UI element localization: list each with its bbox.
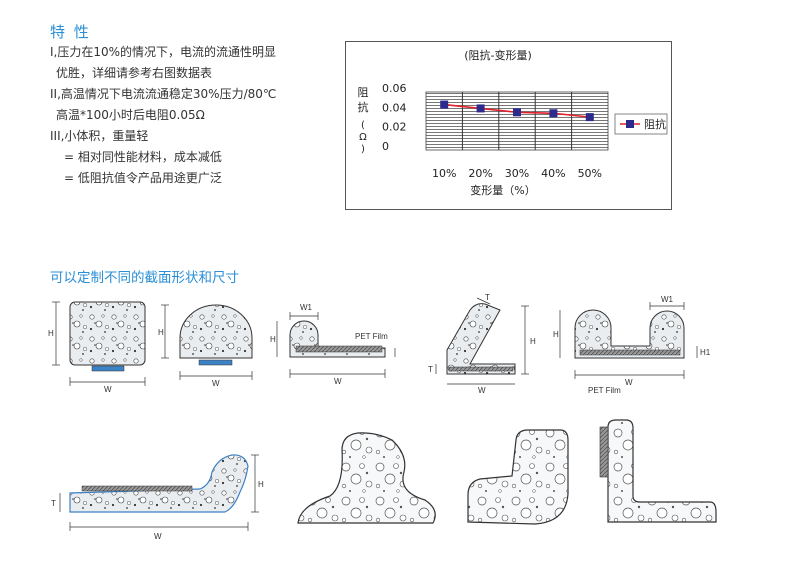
feature-line: 高温*100小时后电阻0.05Ω (56, 108, 205, 122)
svg-text:T: T (428, 365, 433, 374)
data-point (440, 100, 449, 109)
svg-text:H: H (553, 330, 559, 339)
y-tick-label: 0 (382, 140, 389, 153)
y-axis-label: 阻 抗 ( Ω ) (358, 86, 369, 155)
x-tick-label: 50% (578, 167, 602, 180)
svg-text:抗: 抗 (358, 100, 369, 114)
svg-text:(: ( (361, 120, 365, 131)
svg-text:H: H (48, 329, 54, 338)
svg-text:W1: W1 (300, 303, 313, 312)
x-axis-label: 变形量（%） (470, 183, 535, 197)
chart-title: (阻抗-变形量) (464, 48, 532, 62)
y-tick-label: 0.02 (382, 121, 407, 134)
impedance-chart: (阻抗-变形量) 阻 抗 ( Ω ) 0.06 0.04 0.02 0 10% 20% 3… (345, 41, 672, 210)
svg-text:W: W (154, 532, 162, 541)
legend-label: 阻抗 (644, 117, 666, 131)
data-point (513, 108, 521, 117)
svg-text:W: W (212, 379, 220, 388)
shape-d-profile: H W (158, 304, 253, 388)
svg-text:PET Film: PET Film (355, 332, 388, 341)
data-point (549, 109, 558, 118)
shape-double-bump: W1 H H1 W PET Film (553, 295, 711, 395)
shape-p-profile: W1 H PET Film W (270, 303, 396, 386)
svg-text:阻: 阻 (358, 86, 369, 99)
svg-text:W: W (334, 377, 342, 386)
shape-square: H W (48, 301, 146, 394)
svg-text:W: W (625, 378, 633, 387)
data-point (476, 104, 485, 113)
feature-line: = 相对同性能材料，成本减低 (64, 150, 222, 164)
feature-line: 优胜，详细请参考右图数据表 (56, 66, 213, 80)
x-tick-label: 10% (432, 167, 456, 180)
svg-text:W: W (478, 386, 486, 395)
svg-text:H: H (258, 480, 264, 489)
feature-line: III,小体积，重量轻 (50, 129, 149, 143)
legend-marker (626, 120, 634, 128)
cross-section-diagrams: H W H W W1 H PET Film W (48, 293, 717, 541)
x-tick-label: 20% (468, 167, 492, 180)
x-tick-label: 40% (541, 167, 565, 180)
shape-l-with-film (599, 419, 717, 523)
feature-line: I,压力在10%的情况下，电流的流通性明显 (50, 45, 277, 59)
y-tick-label: 0.06 (382, 82, 407, 95)
svg-text:H: H (530, 337, 536, 346)
shapes-title: 可以定制不同的截面形状和尺寸 (50, 270, 239, 286)
svg-text:): ) (361, 144, 365, 155)
svg-text:PET Film: PET Film (588, 386, 621, 395)
feature-line: II,高温情况下电流流通稳定30%压力/80℃ (50, 87, 277, 101)
x-tick-label: 30% (505, 167, 529, 180)
svg-text:T: T (485, 293, 490, 302)
chart-legend (614, 113, 668, 135)
svg-text:W1: W1 (661, 295, 674, 304)
feature-line: = 低阻抗值令产品用途更广泛 (64, 171, 222, 185)
svg-text:T: T (51, 499, 56, 508)
svg-text:Ω: Ω (359, 132, 367, 143)
data-point (585, 113, 594, 122)
svg-text:H1: H1 (700, 348, 711, 357)
shape-angled-l: T H T W (428, 293, 536, 395)
plot-area (425, 91, 609, 151)
y-tick-label: 0.04 (382, 101, 407, 114)
features-title: 特 性 (50, 23, 91, 41)
svg-text:H: H (270, 335, 276, 344)
shape-rounded-l (467, 429, 569, 525)
svg-text:H: H (158, 328, 164, 337)
features-list: I,压力在10%的情况下，电流的流通性明显 优胜，详细请参考右图数据表 II,高… (50, 42, 276, 189)
impedance-chart-svg: (阻抗-变形量) 阻 抗 ( Ω ) 0.06 0.04 0.02 0 10% 20% 3… (358, 48, 668, 197)
shape-bell (297, 432, 436, 524)
svg-text:W: W (104, 385, 112, 394)
shape-ramp: H T W (51, 454, 264, 541)
